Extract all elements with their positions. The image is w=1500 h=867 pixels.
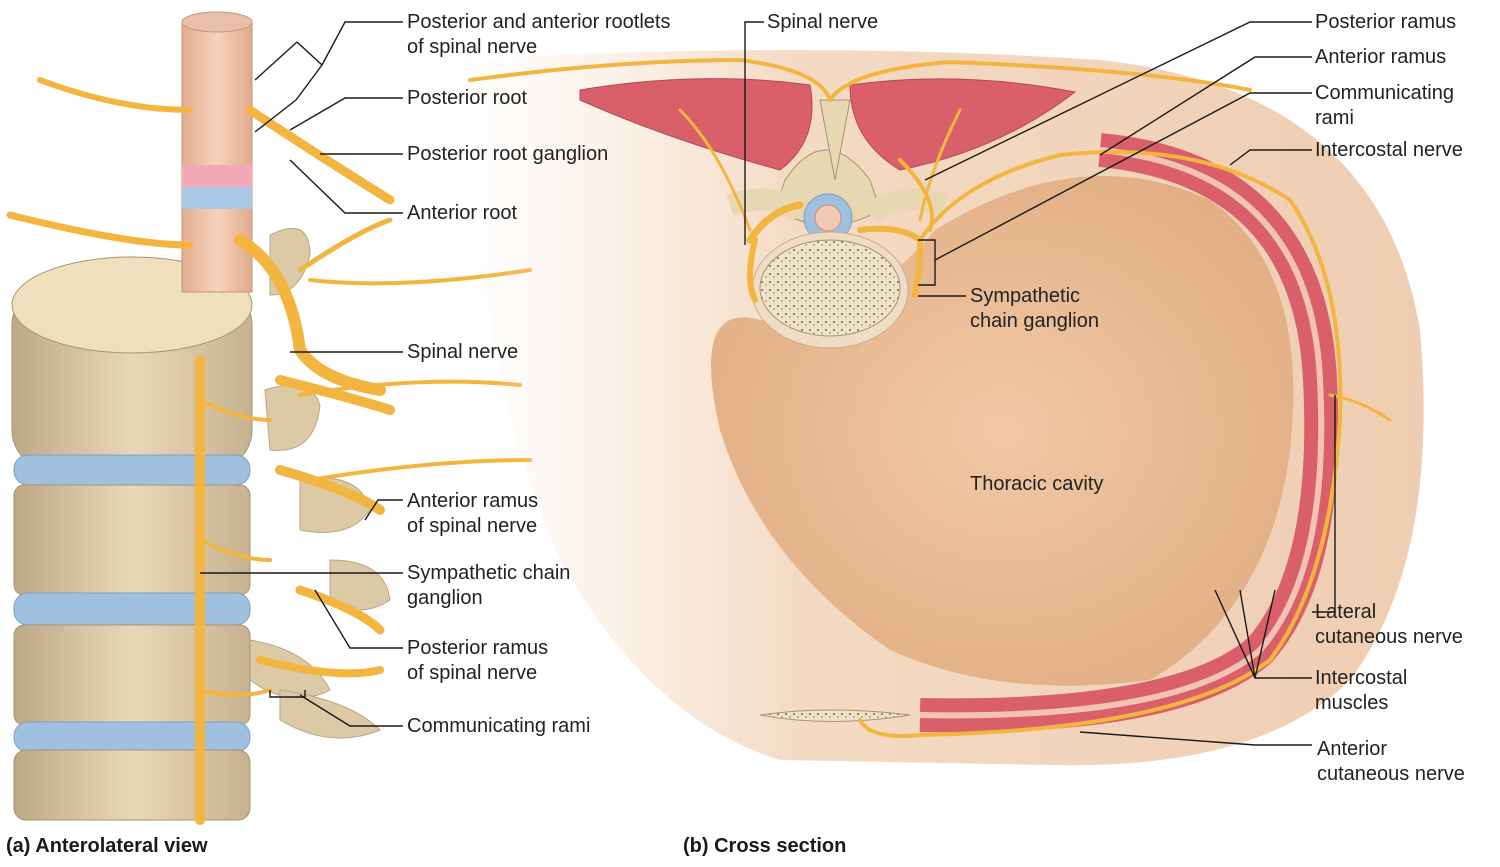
label-posterior-root: Posterior root: [407, 87, 528, 109]
spinal-cord: [181, 11, 253, 293]
back-muscles: [579, 78, 1077, 171]
label-anterior-root: Anterior root: [407, 202, 518, 224]
label-posterior-root-ganglion: Posterior root ganglion: [407, 143, 609, 165]
label-posterior-ramus-b: Posterior ramus: [1315, 11, 1457, 33]
label-anterior-ramus-a-line2: of spinal nerve: [407, 515, 538, 537]
caption-panel-a: (a) Anterolateral view: [6, 835, 208, 857]
label-sympathetic-b-line1: Sympathetic: [970, 285, 1081, 307]
label-anterior-ramus-a: Anterior ramus of spinal nerve: [407, 489, 538, 539]
panel-b-nerves: [468, 57, 1392, 738]
label-intercostal-muscles-line1: Intercostal: [1315, 667, 1408, 689]
vertebral-column: [11, 256, 253, 821]
label-lateral-cutaneous-nerve: Lateral cutaneous nerve: [1315, 600, 1463, 650]
label-posterior-ramus-a: Posterior ramus of spinal nerve: [407, 636, 548, 686]
label-anterior-cutaneous-line2: cutaneous nerve: [1317, 763, 1465, 785]
sternum: [759, 709, 911, 722]
label-posterior-ramus-a-line2: of spinal nerve: [407, 662, 538, 684]
label-posterior-ramus-a-line1: Posterior ramus: [407, 637, 549, 659]
label-sympathetic-a-line2: ganglion: [407, 587, 483, 609]
panel-b-illustration: [460, 50, 1424, 766]
label-spinal-nerve-a: Spinal nerve: [407, 341, 519, 363]
label-anterior-ramus-a-line1: Anterior ramus: [407, 490, 539, 512]
label-communicating-rami-b: Communicating rami: [1315, 81, 1454, 131]
panel-a-illustration: [6, 11, 532, 825]
label-sympathetic-chain-ganglion-b: Sympathetic chain ganglion: [970, 284, 1099, 334]
thoracic-vertebra: [726, 99, 949, 349]
label-intercostal-muscles: Intercostal muscles: [1315, 666, 1407, 716]
label-intercostal-nerve: Intercostal nerve: [1315, 139, 1463, 161]
panel-a-nerves: [6, 77, 532, 825]
label-anterior-ramus-b: Anterior ramus: [1315, 46, 1447, 68]
label-lateral-line1: Lateral: [1315, 601, 1377, 623]
label-communicating-rami-a: Communicating rami: [407, 715, 591, 737]
label-communicating-b-line2: rami: [1315, 107, 1354, 129]
label-sympathetic-chain-ganglion-a: Sympathetic chain ganglion: [407, 561, 570, 611]
label-rootlets-line1: Posterior and anterior rootlets: [407, 11, 671, 33]
label-sympathetic-a-line1: Sympathetic chain: [407, 562, 571, 584]
label-thoracic-cavity: Thoracic cavity: [970, 473, 1104, 495]
caption-panel-b: (b) Cross section: [683, 835, 847, 857]
label-rootlets-line2: of spinal nerve: [407, 36, 538, 58]
label-lateral-line2: cutaneous nerve: [1315, 626, 1463, 648]
leader-lines: [200, 21, 1336, 746]
label-sympathetic-b-line2: chain ganglion: [970, 310, 1099, 332]
label-communicating-b-line1: Communicating: [1315, 82, 1454, 104]
label-anterior-cutaneous-nerve: Anterior cutaneous nerve: [1317, 737, 1465, 787]
label-spinal-nerve-b: Spinal nerve: [767, 11, 879, 33]
label-intercostal-muscles-line2: muscles: [1315, 692, 1389, 714]
label-anterior-cutaneous-line1: Anterior: [1317, 738, 1388, 760]
label-rootlets: Posterior and anterior rootlets of spina…: [407, 10, 670, 60]
